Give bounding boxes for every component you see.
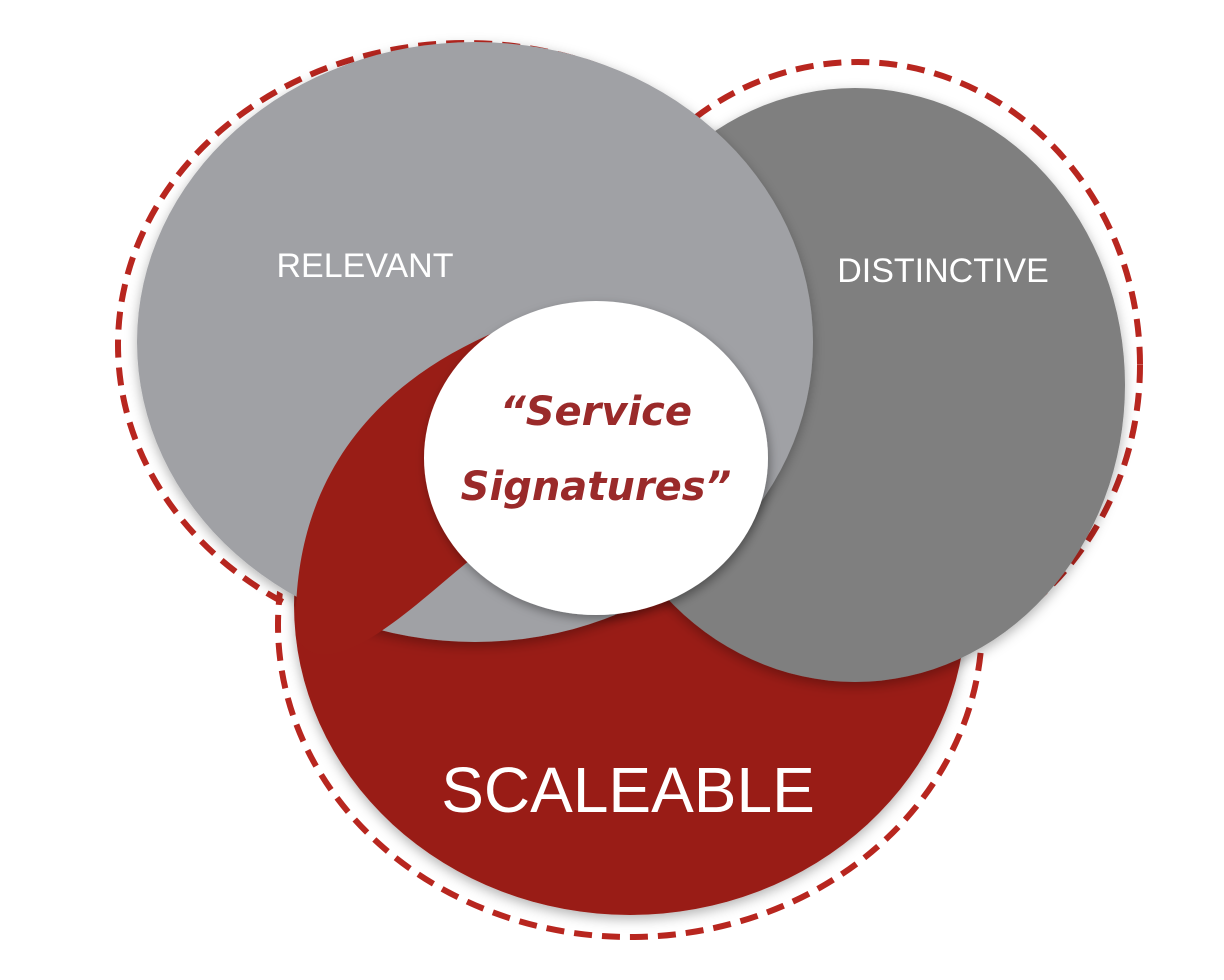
center-label-line1: “Service	[500, 389, 692, 435]
label-relevant: RELEVANT	[277, 247, 454, 285]
label-scaleable: SCALEABLE	[441, 754, 815, 826]
center-circle	[424, 301, 768, 615]
label-distinctive: DISTINCTIVE	[837, 252, 1049, 290]
center-label-line2: Signatures”	[461, 464, 732, 510]
